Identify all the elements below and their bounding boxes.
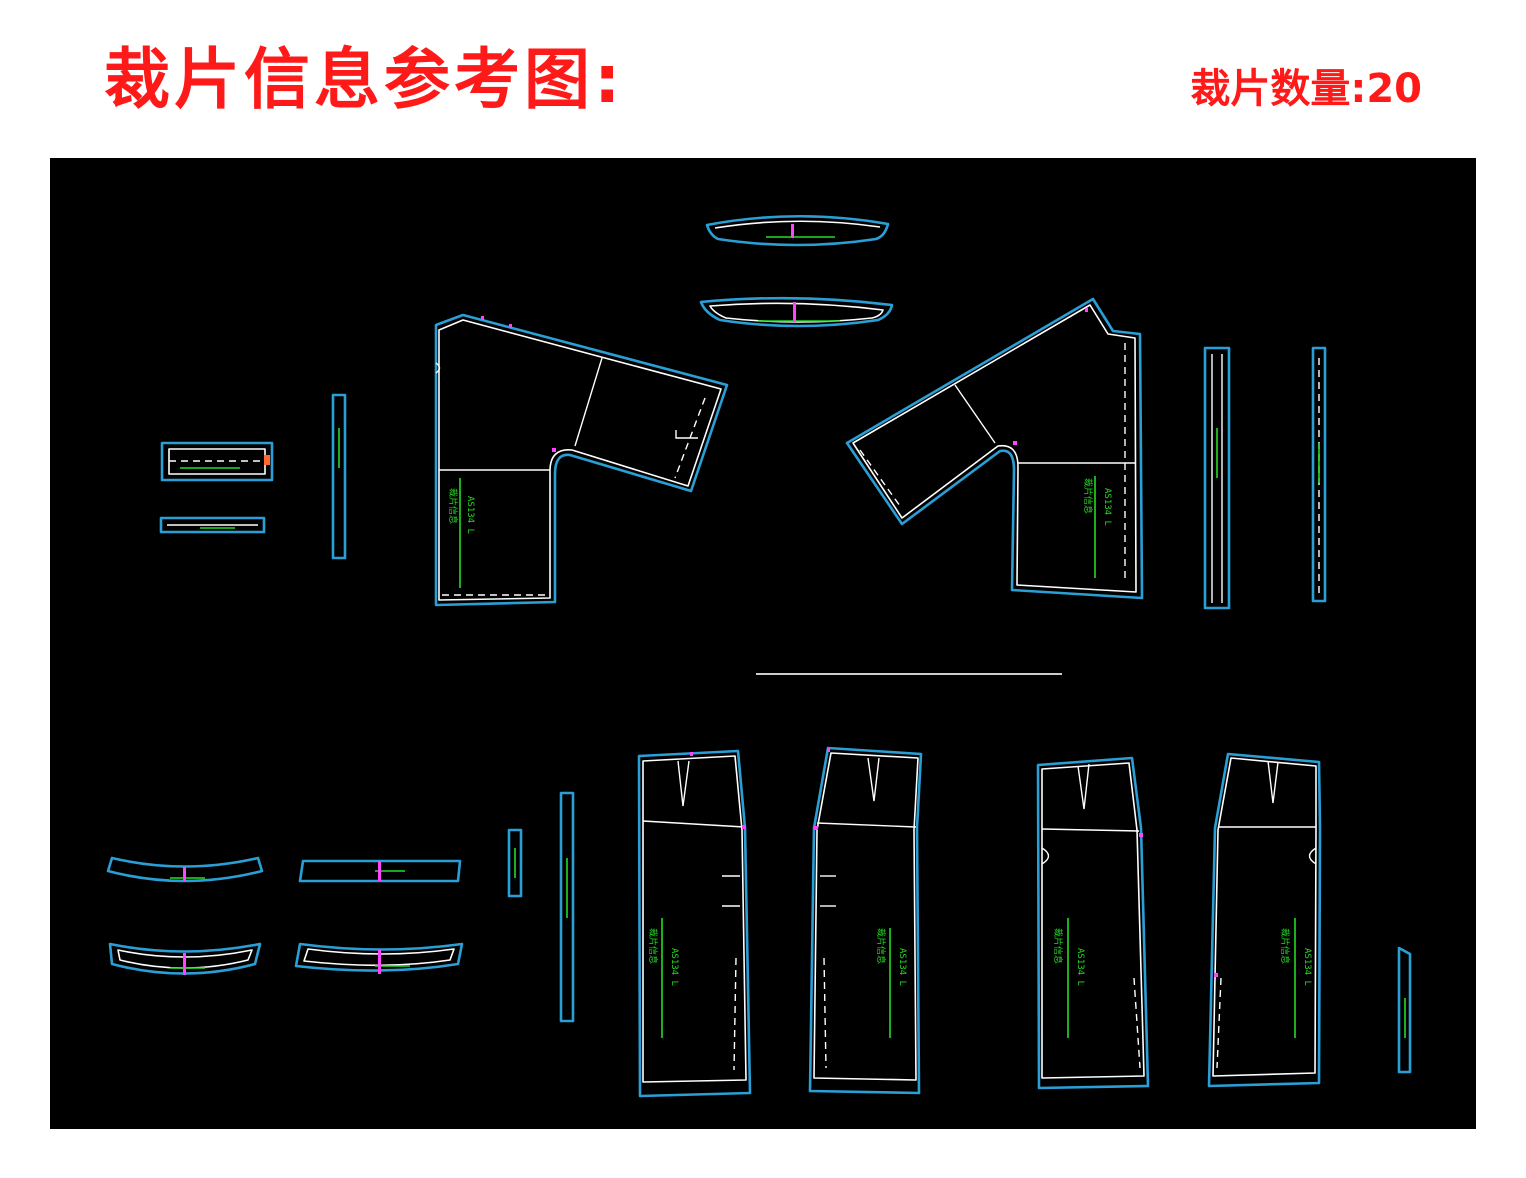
page-title: 裁片信息参考图:	[104, 41, 625, 118]
svg-text:裁片信息: 裁片信息	[1082, 478, 1094, 514]
pattern-drawing: 裁片信息 AS134 L 裁片信息 AS134 L	[106, 214, 1412, 1098]
waistband-piece-1	[106, 856, 264, 883]
back-skirt-right-code: AS134 L	[1302, 948, 1312, 986]
piece-count: 裁片数量:20	[1190, 66, 1422, 112]
small-rect-piece-2	[159, 516, 266, 534]
strap-piece-left	[331, 393, 347, 560]
svg-text:裁片信息: 裁片信息	[1279, 928, 1291, 964]
small-strap-piece	[507, 828, 523, 898]
collar-piece-top-1	[705, 214, 890, 247]
front-skirt-right-code: AS134 L	[897, 948, 907, 986]
front-bodice-piece: 裁片信息 AS134 L	[434, 313, 729, 607]
back-skirt-left-piece: 裁片信息 AS134 L	[1036, 756, 1150, 1090]
front-bodice-code: AS134 L	[465, 496, 475, 534]
front-skirt-left-code: AS134 L	[669, 948, 679, 986]
waistband-piece-3	[108, 942, 262, 975]
svg-text:裁片信息: 裁片信息	[447, 488, 459, 524]
front-skirt-right-piece: 裁片信息 AS134 L	[808, 746, 923, 1095]
pattern-canvas: 裁片信息 AS134 L 裁片信息 AS134 L	[50, 158, 1476, 1129]
small-tab-piece	[1397, 946, 1412, 1074]
long-strap-piece	[559, 791, 575, 1023]
svg-text:裁片信息: 裁片信息	[647, 928, 659, 964]
placket-strip-2	[1311, 346, 1327, 603]
collar-piece-top-2	[699, 296, 894, 328]
back-skirt-left-code: AS134 L	[1075, 948, 1085, 986]
back-skirt-right-piece: 裁片信息 AS134 L	[1207, 752, 1322, 1088]
front-skirt-left-piece: 裁片信息 AS134 L	[637, 749, 752, 1098]
svg-text:裁片信息: 裁片信息	[1052, 928, 1064, 964]
waistband-piece-4	[294, 942, 464, 974]
placket-strip-1	[1203, 346, 1231, 610]
small-rect-piece-1	[160, 441, 274, 482]
back-bodice-code: AS134 L	[1102, 488, 1112, 526]
svg-text:裁片信息: 裁片信息	[875, 928, 887, 964]
waistband-piece-2	[298, 859, 462, 883]
back-bodice-piece: 裁片信息 AS134 L	[845, 297, 1144, 600]
